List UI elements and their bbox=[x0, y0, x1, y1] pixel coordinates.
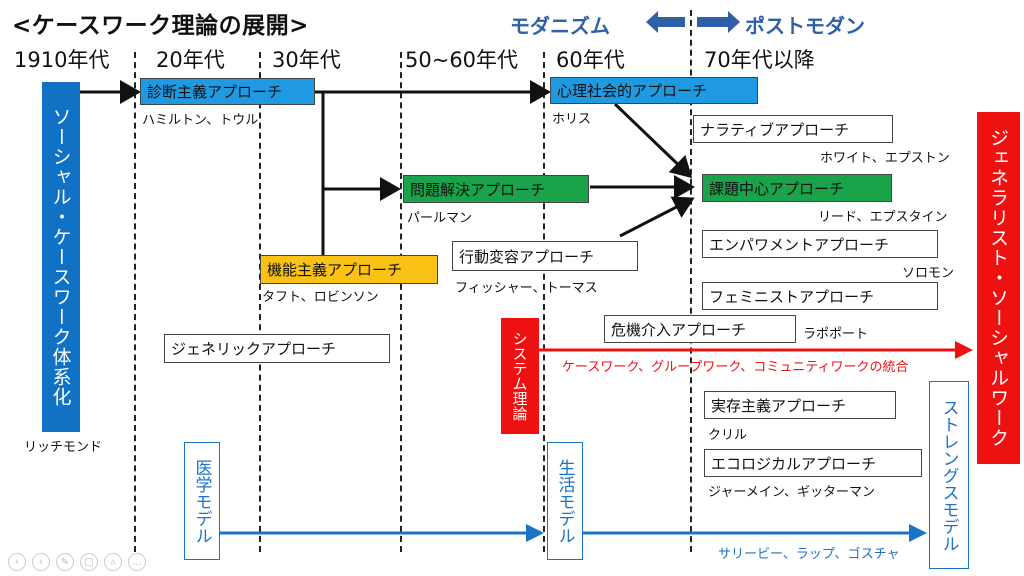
strengths-model: ストレングスモデル bbox=[929, 381, 969, 569]
zoom-icon[interactable]: ⌕ bbox=[104, 553, 122, 571]
person-reid-epstein: リード、エプスタイン bbox=[818, 210, 948, 225]
divider-1930 bbox=[259, 52, 261, 552]
decade-1920: 20年代 bbox=[156, 48, 225, 72]
box-psychosocial-approach: 心理社会的アプローチ bbox=[550, 77, 758, 104]
more-options-icon[interactable]: … bbox=[128, 553, 146, 571]
slides-icon[interactable]: ▢ bbox=[80, 553, 98, 571]
divider-1960 bbox=[543, 52, 545, 552]
person-white-epston: ホワイト、エプストン bbox=[820, 151, 950, 166]
person-perlman: パールマン bbox=[407, 211, 473, 226]
divider-1950 bbox=[400, 52, 402, 552]
integration-text: ケースワーク、グループワーク、コミュニティワークの統合 bbox=[562, 360, 909, 375]
decade-1950-60: 50~60年代 bbox=[405, 48, 519, 72]
person-krill: クリル bbox=[708, 428, 748, 443]
page-title: <ケースワーク理論の展開> bbox=[12, 13, 309, 39]
box-task-centered-approach: 課題中心アプローチ bbox=[702, 174, 892, 202]
prev-slide-icon[interactable]: ‹ bbox=[8, 553, 26, 571]
person-fischer-thomas: フィッシャー、トーマス bbox=[455, 281, 598, 296]
box-crisis-intervention-approach: 危機介入アプローチ bbox=[604, 315, 796, 343]
box-functional-approach: 機能主義アプローチ bbox=[260, 255, 438, 284]
person-hollis: ホリス bbox=[552, 112, 592, 127]
box-existential-approach: 実存主義アプローチ bbox=[704, 391, 896, 419]
person-saleebey-rapp-goscha: サリービー、ラップ、ゴスチャ bbox=[718, 547, 900, 562]
vertical-generalist-socialwork: ジェネラリスト・ソーシャルワーク bbox=[977, 112, 1020, 464]
box-empowerment-approach: エンパワメントアプローチ bbox=[702, 230, 938, 258]
box-feminist-approach: フェミニストアプローチ bbox=[702, 282, 938, 310]
decade-1910: 1910年代 bbox=[14, 48, 110, 72]
era-postmodern: ポストモダン bbox=[745, 14, 865, 38]
decade-1930: 30年代 bbox=[272, 48, 341, 72]
person-rapoport: ラポポート bbox=[803, 327, 869, 342]
person-richmond: リッチモンド bbox=[24, 440, 103, 455]
pen-icon[interactable]: ✎ bbox=[56, 553, 74, 571]
life-model: 生活モデル bbox=[547, 442, 583, 560]
decade-1960: 60年代 bbox=[556, 48, 625, 72]
medical-model: 医学モデル bbox=[184, 442, 220, 560]
box-problem-solving-approach: 問題解決アプローチ bbox=[403, 175, 589, 203]
person-hamilton-towle: ハミルトン、トウル bbox=[142, 113, 259, 128]
era-modernism: モダニズム bbox=[510, 14, 610, 38]
vertical-social-casework: ソーシャル・ケースワーク体系化 bbox=[42, 82, 80, 432]
person-solomon: ソロモン bbox=[902, 266, 955, 281]
box-diagnostic-approach: 診断主義アプローチ bbox=[140, 78, 315, 105]
box-generic-approach: ジェネリックアプローチ bbox=[164, 334, 390, 363]
box-ecological-approach: エコロジカルアプローチ bbox=[704, 449, 922, 477]
box-behavior-modification-approach: 行動変容アプローチ bbox=[452, 241, 638, 271]
divider-1970 bbox=[690, 10, 692, 552]
divider-1920 bbox=[134, 52, 136, 552]
decade-1970-later: 70年代以降 bbox=[704, 48, 815, 72]
person-taft-robinson: タフト、ロビンソン bbox=[262, 290, 379, 305]
person-germain-gitterman: ジャーメイン、ギッターマン bbox=[708, 485, 876, 500]
vertical-system-theory: システム理論 bbox=[501, 318, 539, 434]
next-slide-icon[interactable]: › bbox=[32, 553, 50, 571]
box-narrative-approach: ナラティブアプローチ bbox=[693, 115, 893, 143]
